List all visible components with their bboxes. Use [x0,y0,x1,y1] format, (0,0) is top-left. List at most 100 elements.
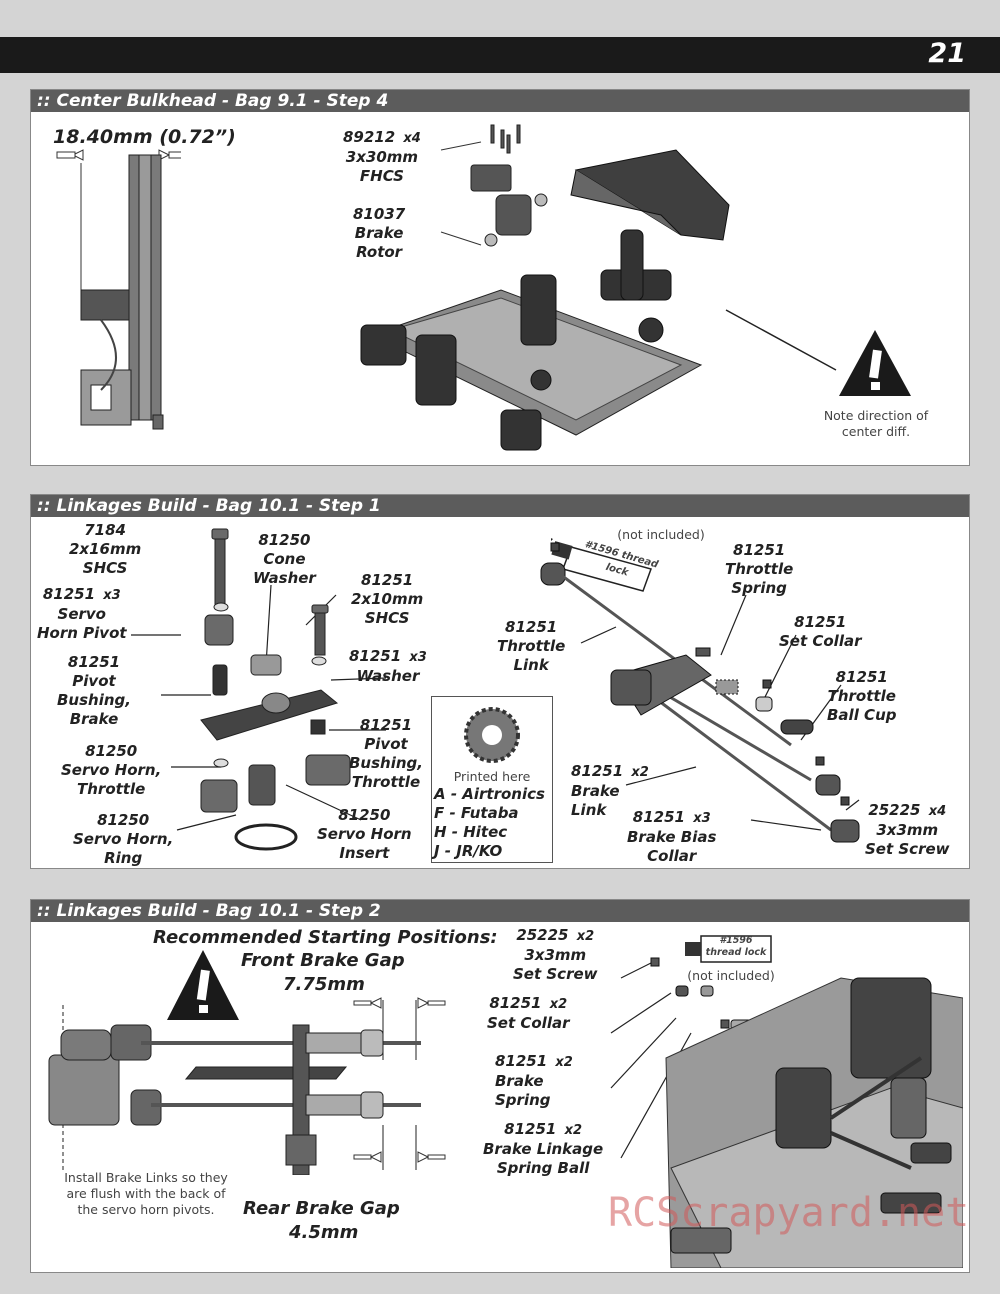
part-name: Throttle [351,773,421,791]
section-header: :: Linkages Build - Bag 10.1 - Step 1 [31,495,969,517]
warning-icon [167,950,239,1020]
warning-icon [839,330,911,396]
part-name: Washer [253,569,316,587]
part-number: 81251 [571,762,624,780]
part-label-servo-horn-insert: 81250 Servo Horn Insert [317,806,412,863]
part-name: Pivot [72,672,116,690]
part-label-brake-link: 81251 x2 Brake Link [571,762,649,820]
part-label-89212: 89212 x4 3x30mm FHCS [343,128,421,186]
part-name: Servo [57,605,106,623]
printed-here-label: Printed here [453,769,531,784]
linkage-drawing [540,542,860,843]
part-name: SHCS [82,559,128,577]
part-number: 81251 [495,1052,548,1070]
quantity-badge: x2 [631,765,649,780]
part-name: 2x16mm [69,540,142,558]
quantity-badge: x3 [409,650,427,665]
part-label-servo-horn-throttle: 81250 Servo Horn, Throttle [61,742,161,799]
part-label-brake-spring: 81251 x2 Brake Spring [495,1052,573,1110]
part-name: Servo Horn [317,825,412,843]
part-label-throttle-link: 81251 Throttle Link [497,618,565,675]
part-number: 81251 [504,1120,557,1138]
brand-futaba: F - Futaba [434,804,519,822]
part-name: Rotor [356,243,403,261]
part-label-cone-washer: 81250 Cone Washer [253,531,316,588]
part-number: 81250 [97,811,150,829]
page-number: 21 [928,38,966,69]
part-number: 81250 [85,742,138,760]
part-number: 81250 [338,806,391,824]
not-included-label: (not included) [687,968,775,983]
not-included-label: (not included) [617,527,705,542]
brand-jr-ko: J - JR/KO [434,842,503,860]
buggy-chassis-drawing [360,124,730,451]
section-linkages-step1: :: Linkages Build - Bag 10.1 - Step 1 71… [30,494,970,869]
part-label-servo-horn-pivot: 81251 x3 Servo Horn Pivot [37,585,127,643]
part-label-set-collar: 81251 Set Collar [779,613,862,651]
quantity-badge: x2 [576,929,595,944]
part-name: Bushing, [57,691,131,709]
part-name: Horn Pivot [37,624,127,642]
watermark: RCScrapyard.net [608,1190,970,1236]
part-label-throttle-ball-cup: 81251 Throttle Ball Cup [827,668,897,725]
rear-brake-gap-value: 4.5mm [289,1222,359,1243]
part-label-servo-horn-ring: 81250 Servo Horn, Ring [73,811,173,868]
part-number: 81251 [361,571,414,589]
part-name: Brake Linkage [483,1140,604,1158]
part-name: Ball Cup [827,706,897,724]
part-name: Spring [731,579,787,597]
section-title: :: Center Bulkhead - Bag 9.1 - Step 4 [37,91,389,111]
brake-gap-drawing [48,997,446,1175]
part-number: 81251 [349,647,402,665]
part-label-set-screw: 25225 x4 3x3mm Set Screw [865,801,950,859]
part-name: Brake [571,782,620,800]
section-header: :: Center Bulkhead - Bag 9.1 - Step 4 [31,90,969,112]
part-name: Brake Bias [627,828,717,846]
part-name: Servo Horn, [61,761,162,779]
part-name: Pivot [364,735,408,753]
part-label-81037: 81037 Brake Rotor [353,205,405,262]
quantity-badge: x2 [564,1123,583,1138]
part-name: FHCS [359,167,404,185]
recommended-heading: Recommended Starting Positions: [153,927,498,948]
part-label-spring-ball: 81251 x2 Brake Linkage Spring Ball [483,1120,603,1178]
brand-airtronics: A - Airtronics [434,785,545,803]
part-name: Set Screw [513,965,598,983]
part-label-2x10-shcs: 81251 2x10mm SHCS [351,571,423,628]
quantity-badge: x2 [555,1055,573,1070]
part-name: Cone [263,550,306,568]
section-header: :: Linkages Build - Bag 10.1 - Step 2 [31,900,969,922]
part-name: Throttle [725,560,794,578]
quantity-badge: x3 [103,588,121,603]
install-note: Install Brake Links so they are flush wi… [64,1170,228,1217]
part-name: 3x30mm [345,148,419,166]
part-name: 2x10mm [351,590,424,608]
part-label-set-screw: 25225 x2 3x3mm Set Screw [513,926,598,984]
part-name: Set Collar [779,632,862,650]
printed-here-box: Printed here A - Airtronics F - Futaba H… [431,696,553,863]
center-diff-note: Note direction of center diff. [823,408,929,439]
part-number: 81251 [489,994,542,1012]
part-label-washer: 81251 x3 Washer [349,647,427,686]
part-label-set-collar: 81251 x2 Set Collar [487,994,570,1033]
part-number: 25225 [516,926,569,944]
part-number: 81251 [632,808,685,826]
thread-lock-label: #1596 thread lock [705,935,767,958]
chassis-closeup-drawing [610,957,963,1268]
section-linkages-step2: :: Linkages Build - Bag 10.1 - Step 2 Re… [30,899,970,1273]
dimension-label: 18.40mm (0.72”) [53,126,236,148]
part-number: 81251 [42,585,96,603]
part-name: Link [571,801,607,819]
quantity-badge: x3 [693,811,711,826]
quantity-badge: x2 [549,997,568,1012]
part-name: Set Screw [865,840,950,858]
part-label-pivot-bushing-brake: 81251 Pivot Bushing, Brake [57,653,131,729]
thread-lock-tube-icon [685,935,772,963]
front-brake-gap-value: 7.75mm [283,974,365,995]
part-name: 3x3mm [876,821,939,839]
part-number: 81251 [67,653,121,671]
quantity-badge: x4 [928,804,947,819]
part-name: Link [513,656,549,674]
front-brake-gap-label: Front Brake Gap [241,950,405,971]
part-label-brake-bias-collar: 81251 x3 Brake Bias Collar [627,808,716,866]
